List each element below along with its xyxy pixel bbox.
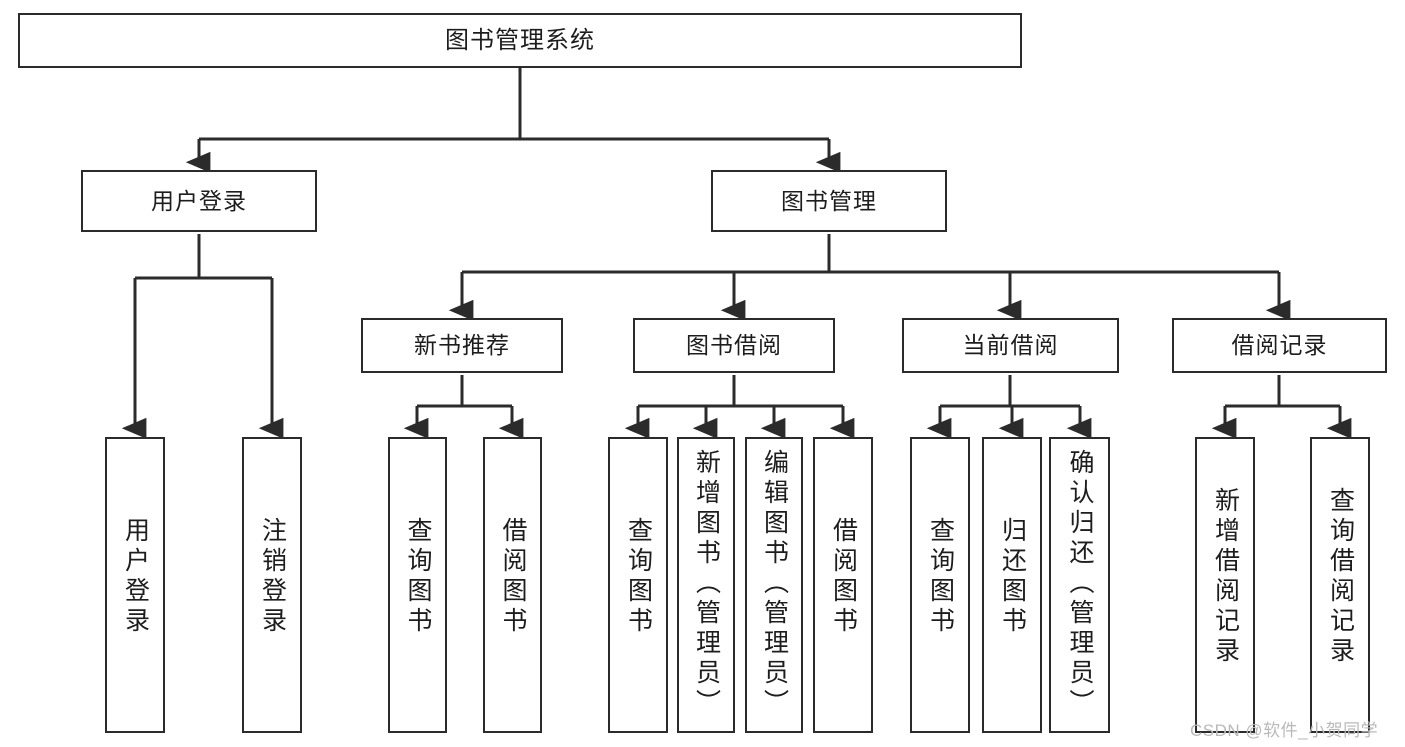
node-book-management-label: 图书管理 bbox=[781, 187, 877, 214]
node-new-book-recommend[interactable]: 新书推荐 bbox=[361, 318, 563, 373]
node-leaf-borrow-book-2[interactable]: 借阅图书 bbox=[813, 437, 873, 733]
node-book-management[interactable]: 图书管理 bbox=[711, 170, 947, 232]
node-leaf-query-borrow-record-label: 查询借阅记录 bbox=[1326, 487, 1355, 667]
node-leaf-confirm-return-admin[interactable]: 确认归还（管理员） bbox=[1049, 437, 1110, 733]
node-root[interactable]: 图书管理系统 bbox=[18, 13, 1022, 68]
node-new-book-recommend-label: 新书推荐 bbox=[414, 332, 510, 359]
node-leaf-edit-book-admin-label: 编辑图书（管理员） bbox=[760, 449, 789, 719]
node-leaf-query-book-1-label: 查询图书 bbox=[404, 517, 432, 637]
node-leaf-confirm-return-admin-label: 确认归还（管理员） bbox=[1066, 449, 1094, 719]
node-leaf-edit-book-admin[interactable]: 编辑图书（管理员） bbox=[745, 437, 803, 733]
node-leaf-return-book-label: 归还图书 bbox=[998, 517, 1027, 637]
node-leaf-add-book-admin-label: 新增图书（管理员） bbox=[692, 449, 721, 719]
node-leaf-query-book-2[interactable]: 查询图书 bbox=[608, 437, 668, 733]
node-book-borrow[interactable]: 图书借阅 bbox=[633, 318, 835, 373]
node-leaf-logout-login-label: 注销登录 bbox=[258, 517, 287, 637]
node-leaf-query-book-2-label: 查询图书 bbox=[624, 517, 653, 637]
node-leaf-return-book[interactable]: 归还图书 bbox=[982, 437, 1042, 733]
node-borrow-record[interactable]: 借阅记录 bbox=[1172, 318, 1387, 373]
node-current-borrow-label: 当前借阅 bbox=[962, 332, 1059, 359]
node-leaf-query-book-3-label: 查询图书 bbox=[926, 517, 955, 637]
node-leaf-borrow-book-1[interactable]: 借阅图书 bbox=[483, 437, 542, 733]
node-root-label: 图书管理系统 bbox=[445, 26, 595, 54]
node-book-borrow-label: 图书借阅 bbox=[686, 332, 782, 359]
node-current-borrow[interactable]: 当前借阅 bbox=[902, 318, 1119, 373]
node-leaf-logout-login[interactable]: 注销登录 bbox=[242, 437, 302, 733]
watermark-text: CSDN @软件_小贺同学 bbox=[1190, 721, 1379, 740]
node-leaf-add-book-admin[interactable]: 新增图书（管理员） bbox=[677, 437, 735, 733]
node-leaf-borrow-book-2-label: 借阅图书 bbox=[829, 517, 858, 637]
node-user-login-label: 用户登录 bbox=[151, 187, 247, 214]
node-leaf-query-borrow-record[interactable]: 查询借阅记录 bbox=[1310, 437, 1370, 733]
node-leaf-borrow-book-1-label: 借阅图书 bbox=[499, 517, 527, 637]
node-borrow-record-label: 借阅记录 bbox=[1231, 332, 1328, 359]
node-leaf-add-borrow-record[interactable]: 新增借阅记录 bbox=[1195, 437, 1255, 733]
node-leaf-user-login[interactable]: 用户登录 bbox=[105, 437, 165, 733]
node-leaf-query-book-1[interactable]: 查询图书 bbox=[388, 437, 447, 733]
node-leaf-user-login-label: 用户登录 bbox=[121, 517, 150, 637]
node-leaf-add-borrow-record-label: 新增借阅记录 bbox=[1211, 487, 1240, 667]
node-user-login[interactable]: 用户登录 bbox=[81, 170, 317, 232]
node-leaf-query-book-3[interactable]: 查询图书 bbox=[910, 437, 970, 733]
